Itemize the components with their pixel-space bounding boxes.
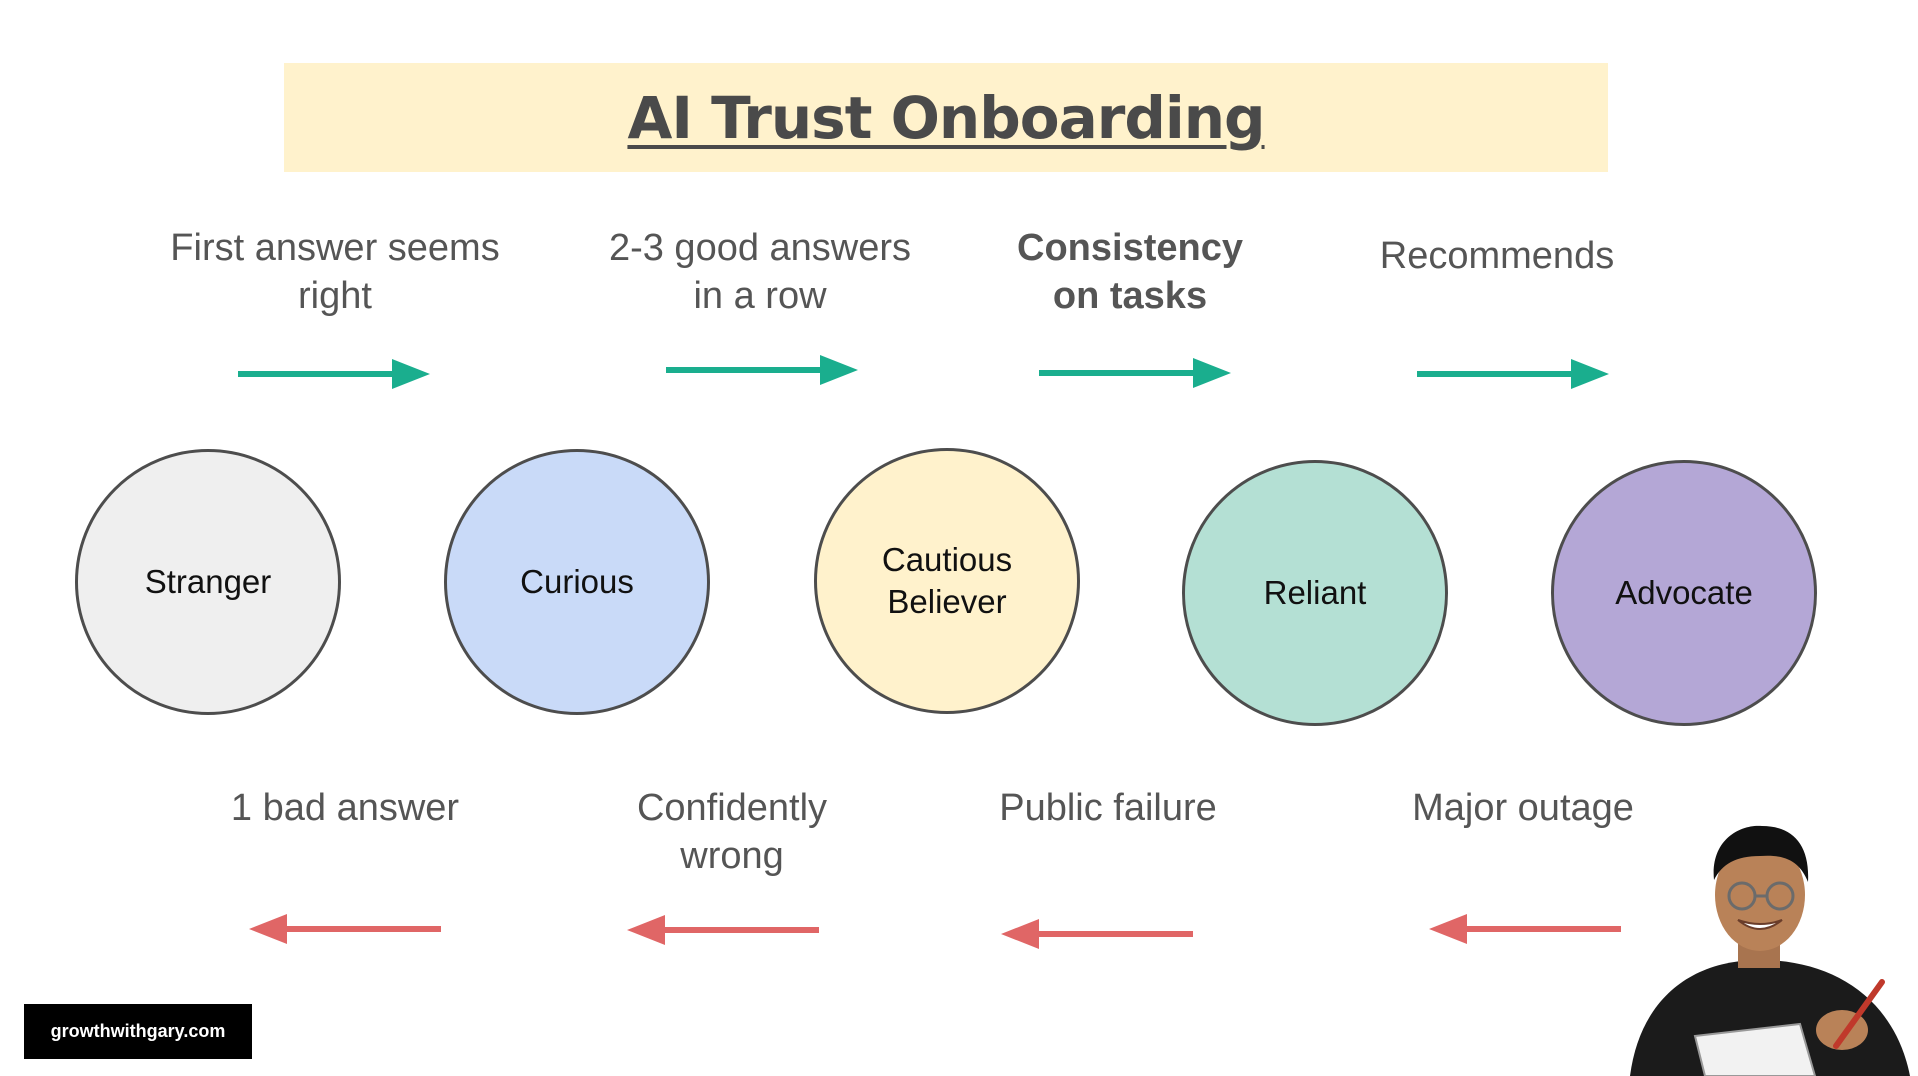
forward-label-1: First answer seems right bbox=[170, 227, 500, 317]
forward-arrow-4 bbox=[1417, 359, 1609, 389]
backward-label-1: 1 bad answer bbox=[230, 787, 460, 829]
forward-arrow-1 bbox=[238, 359, 430, 389]
backward-label-3: Public failure bbox=[999, 787, 1217, 829]
stage-label: Curious bbox=[520, 563, 634, 600]
stage-reliant: Reliant bbox=[1182, 460, 1448, 726]
forward-label-3: Consistency on tasks bbox=[1017, 227, 1243, 317]
backward-arrow-2 bbox=[627, 915, 819, 945]
backward-arrow-4 bbox=[1429, 914, 1621, 944]
forward-arrow-2 bbox=[666, 355, 858, 385]
stage-advocate: Advocate bbox=[1551, 460, 1817, 726]
forward-arrow-3 bbox=[1039, 358, 1231, 388]
page-title: AI Trust Onboarding bbox=[627, 83, 1265, 152]
backward-arrow-3 bbox=[1001, 919, 1193, 949]
watermark-text: growthwithgary.com bbox=[50, 1021, 226, 1041]
presenter-webcam-image bbox=[1630, 825, 1910, 1076]
stage-label: Advocate bbox=[1615, 574, 1753, 611]
stage-label: Stranger bbox=[144, 563, 272, 600]
backward-label-2: Confidently wrong bbox=[636, 787, 828, 877]
forward-label-4: Recommends bbox=[1379, 235, 1615, 277]
watermark-badge: growthwithgary.com bbox=[24, 1004, 252, 1059]
stage-cautious-believer: Cautious Believer bbox=[814, 448, 1080, 714]
stage-label: Cautious Believer bbox=[881, 541, 1013, 620]
title-banner: AI Trust Onboarding bbox=[284, 63, 1608, 172]
forward-label-2: 2-3 good answers in a row bbox=[608, 227, 912, 317]
stage-stranger: Stranger bbox=[75, 449, 341, 715]
stage-label: Reliant bbox=[1263, 574, 1367, 611]
backward-label-4: Major outage bbox=[1412, 787, 1634, 829]
backward-arrow-1 bbox=[249, 914, 441, 944]
stage-curious: Curious bbox=[444, 449, 710, 715]
